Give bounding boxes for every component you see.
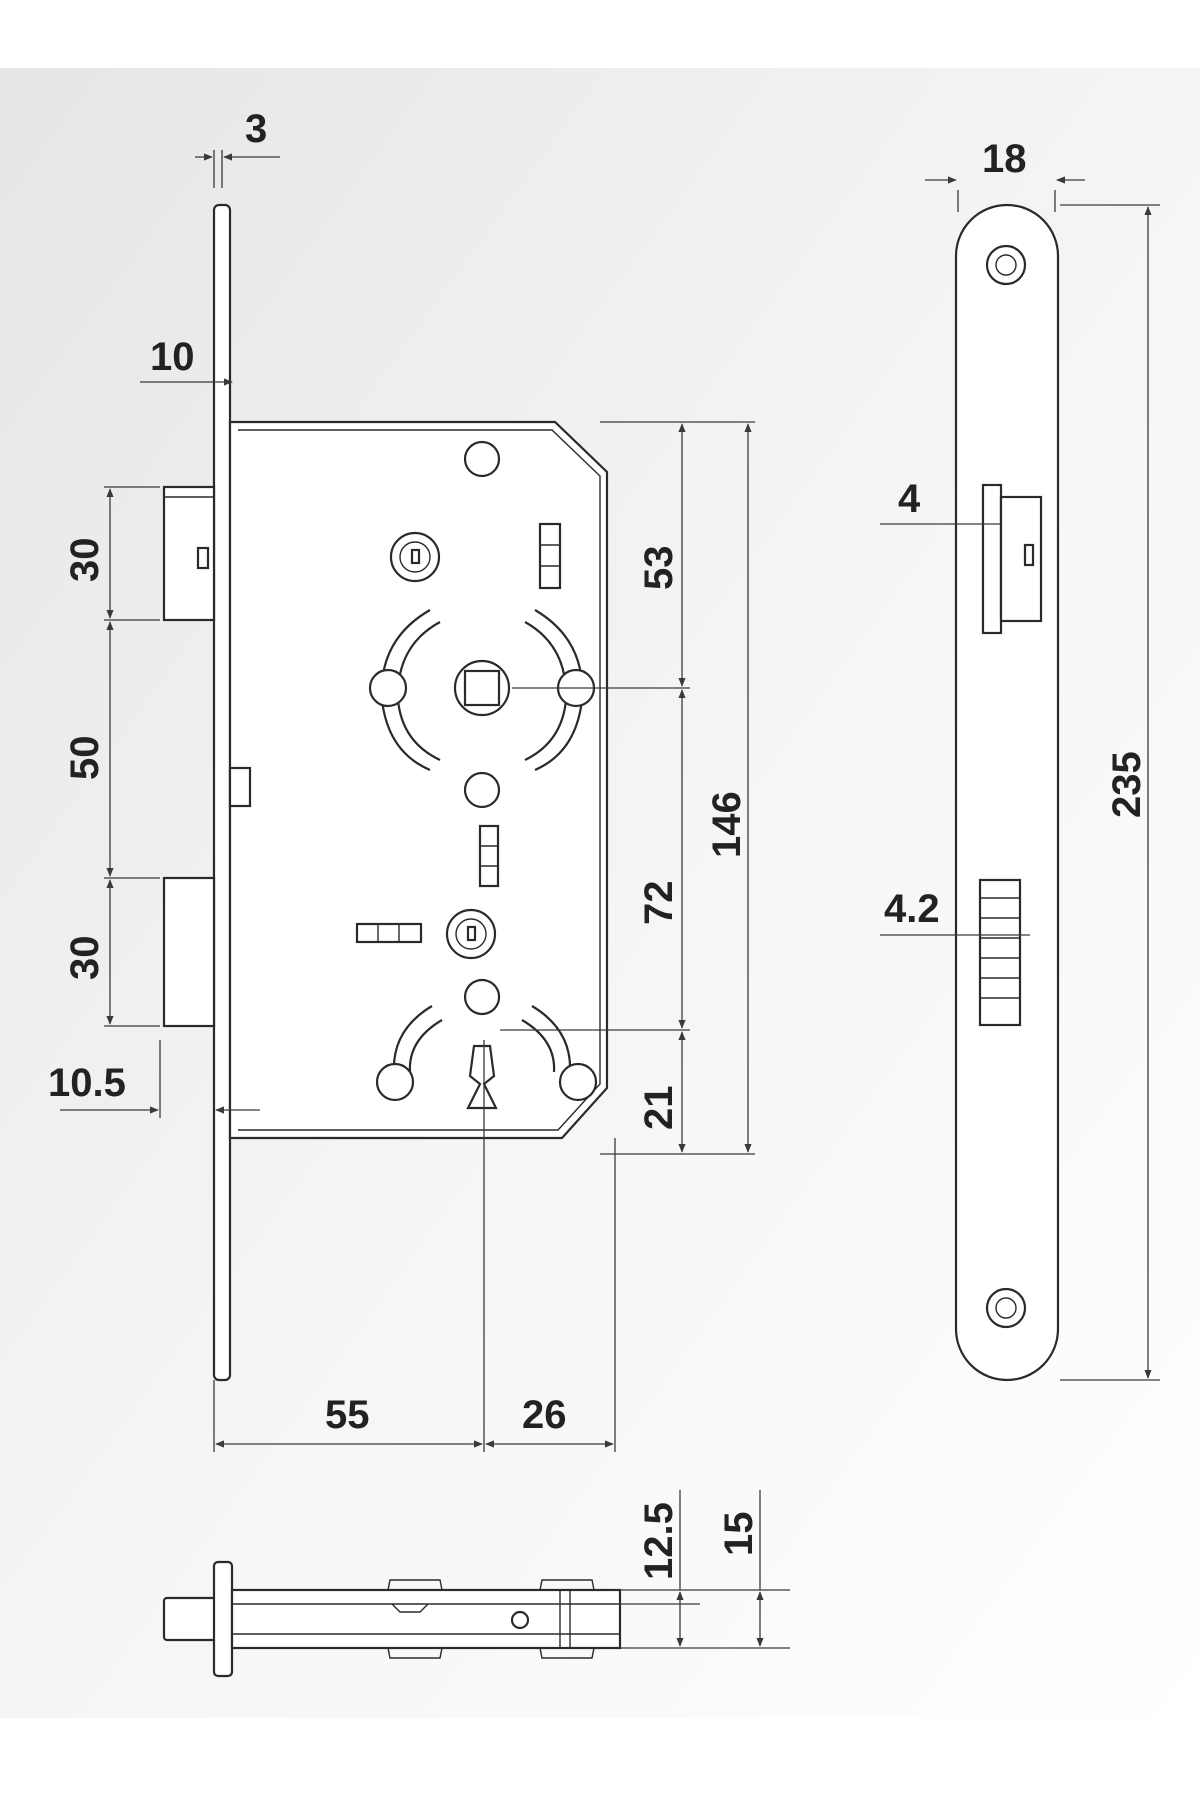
dim-faceplate-offset: 10 [150,335,195,379]
horizontal-slot [355,922,423,944]
dim-handle-to-top: 53 [637,546,681,591]
latch-catch [196,546,210,570]
dim-faceplate-width: 18 [982,137,1027,181]
top-hole [463,440,501,478]
upper-cylinder-slot [410,548,421,565]
side-latch-front [981,483,1003,635]
upper-cylinder-inner [399,541,431,573]
middle-slot [478,824,500,888]
bottom-faceplate [212,1560,234,1678]
lock-case [228,420,609,1140]
lower-right-arc-slot [531,1005,572,1073]
bottom-case [230,1588,622,1650]
dim-latch-to-bolt: 50 [63,736,107,781]
upper-slot [538,522,562,590]
dim-latch-protrusion: 4 [898,477,921,521]
bottom-view: 12.5 15 [162,1490,790,1678]
keyhole-bottom [466,1044,498,1110]
lower-right-rivet [558,1062,598,1102]
lock-case-inner-edge [238,429,601,1131]
side-view: 18 235 4 4.2 [880,137,1160,1382]
front-view: 3 10 30 50 30 10.5 [48,107,755,1452]
dim-bolt-height: 30 [63,936,107,981]
dim-handle-to-key: 72 [637,881,681,926]
dim-key-to-bottom: 21 [637,1086,681,1131]
dim-faceplate-thickness: 3 [245,107,267,151]
dead-bolt [162,876,216,1028]
dim-bolt-offset: 10.5 [48,1061,126,1105]
lower-cylinder-slot [466,925,477,942]
side-bolt [978,878,1022,1027]
dim-latch-height: 30 [63,538,107,583]
dim-bolt-protrusion: 4.2 [884,887,940,931]
bottom-screw [510,1610,530,1630]
dim-backset: 55 [325,1393,370,1437]
faceplate-strip [212,203,232,1382]
lower-cylinder-inner [455,918,487,950]
auxiliary-tab [228,766,252,808]
dim-key-to-back: 26 [522,1393,567,1437]
bottom-lug-1 [387,1579,443,1591]
top-screw-hole [985,244,1027,286]
dim-case-height: 146 [705,791,749,858]
handle-spindle-square [463,669,501,707]
side-latch-body [999,495,1043,623]
middle-hole [463,771,501,809]
bottom-lug-2 [539,1579,595,1591]
lower-left-rivet [375,1062,415,1102]
upper-left-rivet [368,668,408,708]
dim-inner-thickness: 12.5 [637,1502,681,1580]
dim-faceplate-length: 235 [1105,751,1149,818]
side-faceplate [954,203,1060,1382]
dim-outer-thickness: 15 [717,1512,761,1557]
bottom-screw-hole [985,1287,1027,1329]
side-latch-catch [1023,543,1035,567]
bottom-bolt-stub [162,1596,218,1642]
keyhole-top [463,978,501,1016]
